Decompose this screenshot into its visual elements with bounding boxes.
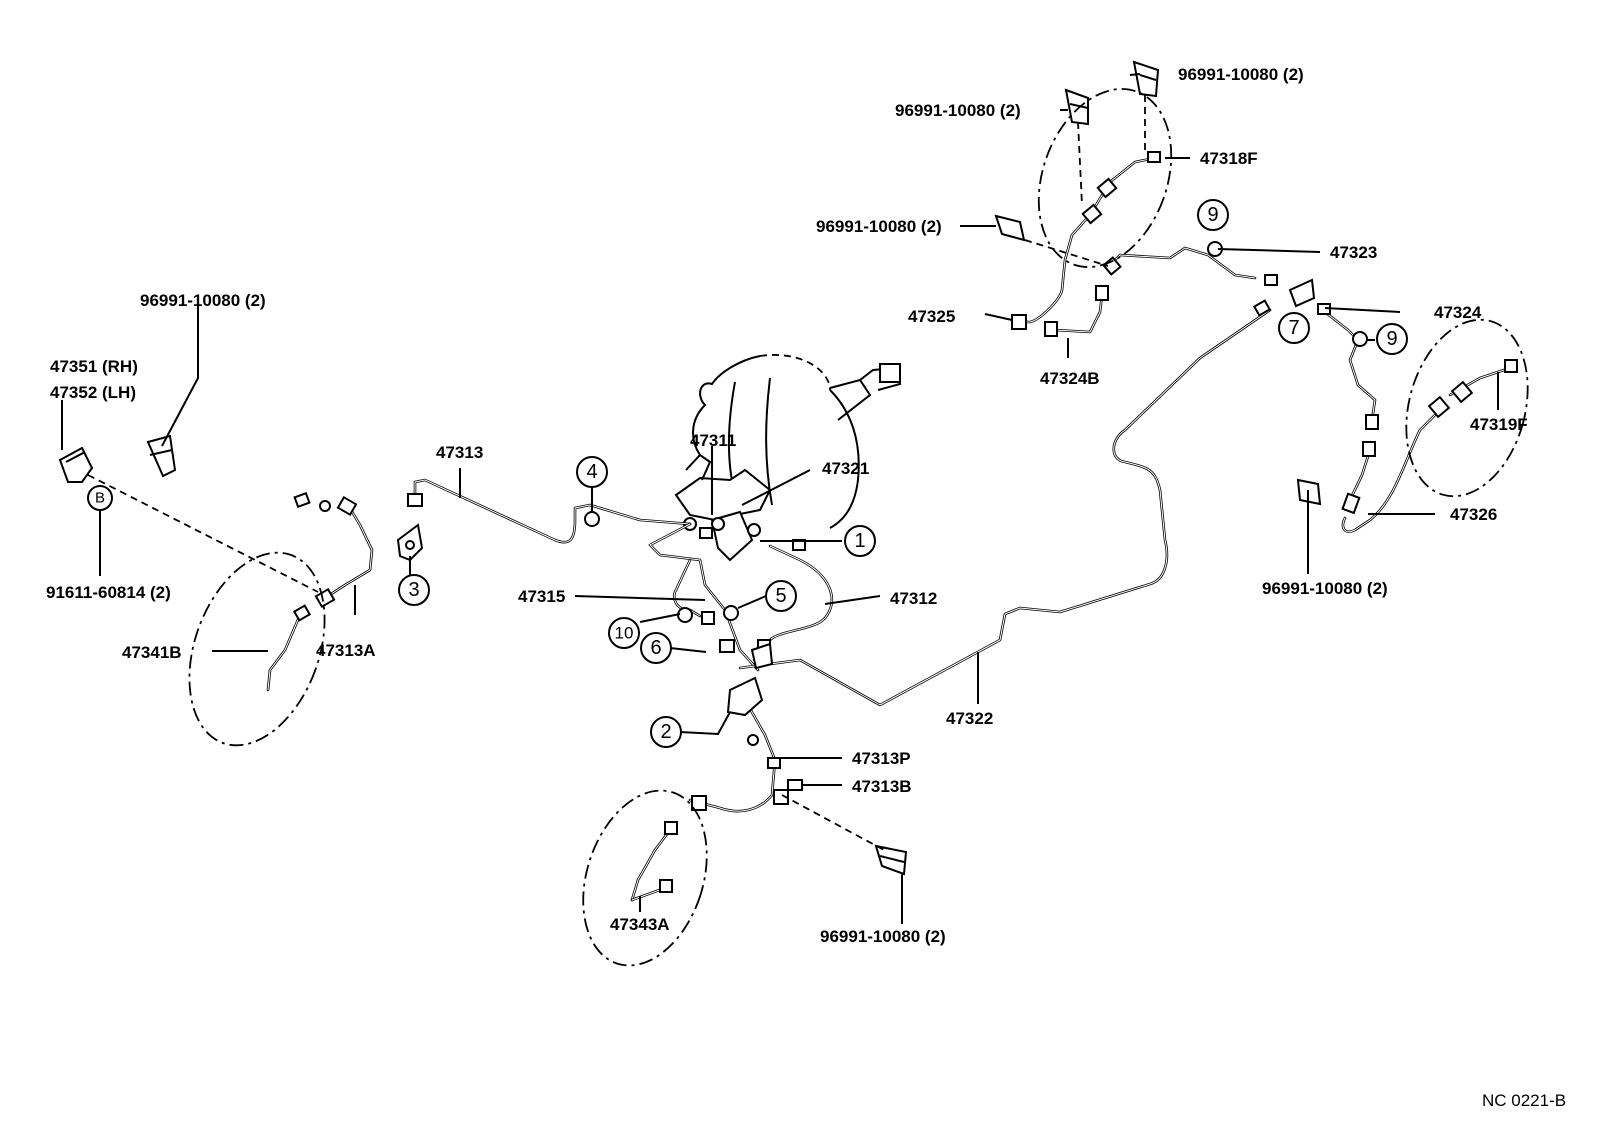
- reference-lines: [87, 95, 1146, 851]
- label-tube-rear-cross: 47323: [1330, 243, 1377, 262]
- label-tube-b: 47313B: [852, 777, 912, 796]
- callout-9-top: 9: [1197, 199, 1229, 231]
- label-tube-p: 47313P: [852, 749, 911, 768]
- phantom-outlines: [188, 88, 1529, 967]
- label-clip-rear-lower: 96991-10080 (2): [1262, 579, 1388, 598]
- svg-text:10: 10: [615, 624, 634, 643]
- svg-text:9: 9: [1386, 328, 1397, 350]
- label-sensor-rh: 47351 (RH): [50, 357, 138, 376]
- fittings: [292, 151, 1518, 893]
- label-tube-front-lh: 47341B: [122, 643, 182, 662]
- leader-lines: [61, 73, 1499, 924]
- label-tube-front-left-main: 47313: [436, 443, 483, 462]
- callout-circles: 1 2 3 4 5 6 7 9: [87, 199, 1408, 748]
- label-clip-rear-mid: 96991-10080 (2): [816, 217, 942, 236]
- label-clip-front-lower: 96991-10080 (2): [820, 927, 946, 946]
- callout-b: B: [87, 485, 113, 511]
- junction-points: [584, 241, 1368, 623]
- label-tube-main-rear: 47322: [946, 709, 993, 728]
- label-clip-top-mid: 96991-10080 (2): [895, 101, 1021, 120]
- svg-text:2: 2: [660, 721, 671, 743]
- callout-4: 4: [576, 456, 608, 488]
- label-tube-rear-left: 47325: [908, 307, 955, 326]
- svg-text:9: 9: [1207, 204, 1218, 226]
- part-labels: 96991-10080 (2) 96991-10080 (2) 47318F 9…: [46, 65, 1566, 1110]
- label-clip-top-right: 96991-10080 (2): [1178, 65, 1304, 84]
- abs-sensor: [58, 446, 94, 483]
- label-clip-left: 96991-10080 (2): [140, 291, 266, 310]
- callout-10: 10: [608, 617, 640, 649]
- label-tube-rear-lh: 47326: [1450, 505, 1497, 524]
- svg-text:6: 6: [650, 637, 661, 659]
- callout-2: 2: [650, 716, 682, 748]
- svg-text:7: 7: [1288, 317, 1299, 339]
- svg-text:B: B: [95, 490, 105, 507]
- label-tube-front-mid: 47315: [518, 587, 565, 606]
- brake-pipes: [266, 156, 1512, 902]
- label-tube-front-right: 47312: [890, 589, 937, 608]
- label-tube-master: 47311: [690, 431, 736, 450]
- callout-7: 7: [1278, 312, 1310, 344]
- label-tube-front-rh: 47343A: [610, 915, 670, 934]
- label-sensor-lh: 47352 (LH): [50, 383, 136, 402]
- label-tube-front-a: 47313A: [316, 641, 376, 660]
- callout-1: 1: [844, 525, 876, 557]
- label-tube-rear-right: 47324: [1434, 303, 1482, 322]
- svg-text:1: 1: [854, 530, 865, 552]
- label-hose-rear-lh: 47319F: [1470, 415, 1528, 434]
- svg-text:3: 3: [408, 579, 419, 601]
- svg-text:5: 5: [775, 585, 786, 607]
- brackets: [396, 278, 1316, 670]
- callout-3: 3: [398, 574, 430, 606]
- callout-6: 6: [640, 632, 672, 664]
- label-bolt: 91611-60814 (2): [46, 583, 171, 602]
- label-hose-rear-rh: 47318F: [1200, 149, 1258, 168]
- clips: [146, 60, 1322, 876]
- callout-5: 5: [765, 580, 797, 612]
- callout-9-right: 9: [1376, 323, 1408, 355]
- label-diagram-code: NC 0221-B: [1482, 1091, 1566, 1110]
- label-tube-rear-b: 47324B: [1040, 369, 1100, 388]
- svg-text:4: 4: [586, 461, 597, 483]
- master-cylinder: [674, 453, 772, 562]
- label-tube-master-b: 47321: [822, 459, 869, 478]
